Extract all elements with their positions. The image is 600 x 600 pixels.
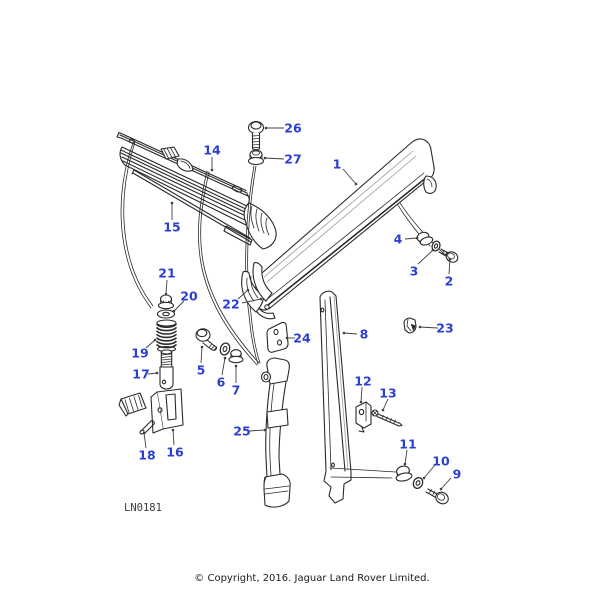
part-label-13[interactable]: 13 bbox=[379, 386, 396, 401]
leader-dot-12 bbox=[359, 400, 363, 404]
spring-stud-stack-drawing bbox=[156, 294, 177, 390]
leader-dot-22 bbox=[259, 297, 263, 301]
part-label-24[interactable]: 24 bbox=[293, 331, 311, 346]
leader-line-4 bbox=[404, 237, 418, 240]
part-label-2[interactable]: 2 bbox=[445, 274, 454, 289]
leader-line-20 bbox=[173, 300, 185, 312]
leader-dot-8 bbox=[342, 331, 346, 335]
leader-line-19 bbox=[145, 339, 156, 349]
leader-dot-7 bbox=[234, 364, 238, 368]
part-label-12[interactable]: 12 bbox=[354, 374, 371, 389]
striker-plate-drawing bbox=[266, 321, 289, 353]
leader-line-12 bbox=[360, 386, 363, 403]
part-number-labels: 1234567891011121314151617181920212223242… bbox=[131, 121, 461, 491]
leader-dot-17 bbox=[155, 371, 159, 375]
leader-line-8 bbox=[343, 332, 358, 335]
part-label-8[interactable]: 8 bbox=[360, 327, 369, 342]
leader-dot-22 bbox=[246, 288, 250, 292]
part-label-1[interactable]: 1 bbox=[333, 157, 342, 172]
leader-dot-24 bbox=[285, 336, 289, 340]
part-label-3[interactable]: 3 bbox=[410, 264, 419, 279]
leader-dot-3 bbox=[431, 248, 435, 252]
tread-panel-drawing bbox=[254, 138, 437, 311]
finisher-rail-drawing bbox=[116, 131, 277, 250]
part-label-7[interactable]: 7 bbox=[232, 383, 241, 398]
part-label-14[interactable]: 14 bbox=[203, 143, 221, 158]
leader-dot-25 bbox=[263, 428, 267, 432]
leader-dot-2 bbox=[448, 257, 452, 261]
part-label-10[interactable]: 10 bbox=[432, 454, 450, 469]
fastener-set-234-drawing bbox=[416, 231, 459, 263]
part-label-20[interactable]: 20 bbox=[180, 289, 198, 304]
leader-line-22 bbox=[241, 298, 262, 304]
leader-line-9 bbox=[440, 477, 452, 490]
leader-dot-21 bbox=[164, 292, 168, 296]
leader-dot-5 bbox=[200, 345, 204, 349]
leader-line-27 bbox=[264, 157, 285, 160]
check-strap-drawing bbox=[260, 357, 291, 508]
leader-dot-1 bbox=[354, 182, 358, 186]
fastener-set-91011-drawing bbox=[395, 465, 449, 505]
leader-dot-11 bbox=[403, 462, 407, 466]
leader-line-18 bbox=[143, 432, 147, 449]
mounting-bracket-drawing bbox=[118, 388, 184, 435]
leader-dot-15 bbox=[170, 201, 174, 205]
part-label-27[interactable]: 27 bbox=[284, 152, 301, 167]
leader-dot-27 bbox=[263, 156, 267, 160]
part-label-11[interactable]: 11 bbox=[399, 437, 416, 452]
fastener-set-2627-drawing bbox=[247, 120, 265, 166]
leader-line-11 bbox=[404, 449, 408, 465]
leader-line-10 bbox=[423, 464, 436, 479]
part-label-5[interactable]: 5 bbox=[197, 363, 206, 378]
part-label-17[interactable]: 17 bbox=[132, 367, 149, 382]
leader-dot-16 bbox=[171, 428, 175, 432]
part-label-26[interactable]: 26 bbox=[284, 121, 302, 136]
leader-line-23 bbox=[419, 326, 439, 329]
leader-dot-18 bbox=[142, 431, 146, 435]
leader-dot-10 bbox=[422, 476, 426, 480]
leader-line-3 bbox=[417, 249, 434, 265]
leader-dot-4 bbox=[415, 236, 419, 240]
fastener-set-567-drawing bbox=[195, 328, 244, 364]
part-label-18[interactable]: 18 bbox=[138, 448, 155, 463]
leader-line-1 bbox=[342, 168, 357, 185]
leader-dot-23 bbox=[418, 325, 422, 329]
leader-line-21 bbox=[165, 279, 168, 295]
leader-dot-9 bbox=[439, 487, 443, 491]
leader-dot-14 bbox=[210, 168, 214, 172]
leader-dot-13 bbox=[381, 408, 385, 412]
copyright-text: © Copyright, 2016. Jaguar Land Rover Lim… bbox=[194, 573, 429, 584]
diagram-code: LN0181 bbox=[124, 502, 162, 514]
part-label-23[interactable]: 23 bbox=[436, 321, 453, 336]
part-label-25[interactable]: 25 bbox=[233, 424, 250, 439]
leader-line-13 bbox=[382, 398, 389, 411]
leader-dot-26 bbox=[264, 126, 268, 130]
leader-line-2 bbox=[448, 258, 451, 275]
leader-line-17 bbox=[147, 372, 158, 375]
leader-dot-6 bbox=[223, 356, 227, 360]
leader-dot-20 bbox=[172, 309, 176, 313]
clip-screw-1213-drawing bbox=[355, 401, 403, 433]
leader-line-5 bbox=[200, 346, 203, 364]
pillar-channel-drawing bbox=[319, 290, 397, 504]
part-label-15[interactable]: 15 bbox=[163, 220, 180, 235]
part-label-21[interactable]: 21 bbox=[158, 266, 175, 281]
part-label-16[interactable]: 16 bbox=[166, 445, 184, 460]
leader-line-25 bbox=[248, 429, 266, 432]
part-label-6[interactable]: 6 bbox=[217, 375, 226, 390]
leader-line-16 bbox=[172, 429, 175, 446]
leader-line-6 bbox=[221, 357, 226, 376]
leader-dot-19 bbox=[153, 338, 157, 342]
part-label-9[interactable]: 9 bbox=[453, 467, 462, 482]
clip-23-drawing bbox=[403, 317, 417, 334]
part-label-19[interactable]: 19 bbox=[131, 346, 148, 361]
part-label-4[interactable]: 4 bbox=[394, 232, 403, 247]
part-label-22[interactable]: 22 bbox=[222, 297, 239, 312]
leader-line-22 bbox=[237, 289, 249, 300]
